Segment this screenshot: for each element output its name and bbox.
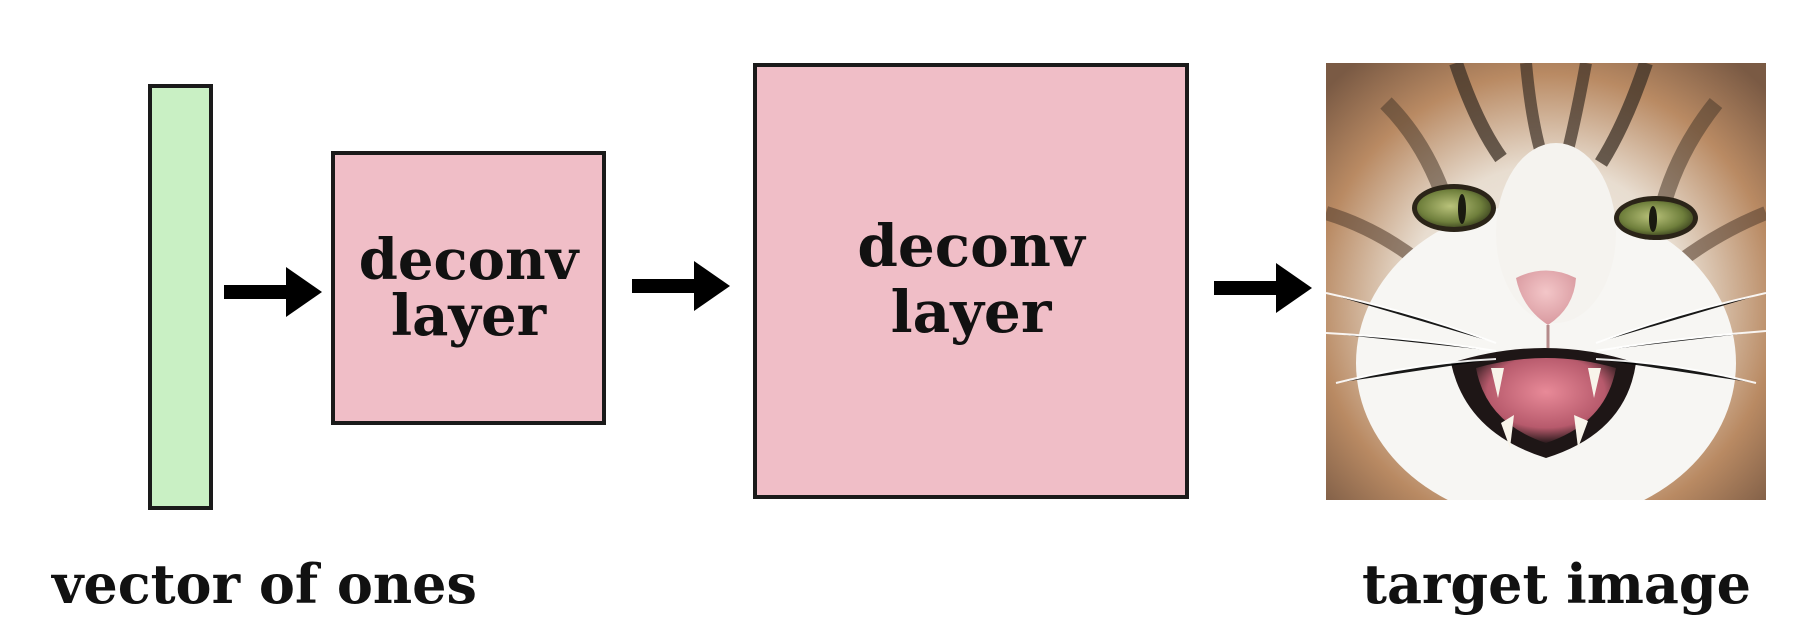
caption-target-image: target image	[1362, 552, 1751, 616]
deconv-layer-1-line2: layer	[390, 283, 547, 349]
deconv-layer-1-line1: deconv	[358, 227, 579, 293]
deconv-layer-2-line2: layer	[890, 278, 1052, 346]
target-cat-image	[1326, 63, 1766, 500]
deconv-layer-2-line1: deconv	[857, 212, 1085, 280]
input-vector-box	[148, 84, 213, 510]
arrow-1	[224, 267, 322, 317]
deconv-layer-1: deconv layer	[331, 151, 606, 425]
arrow-2	[632, 261, 730, 311]
arrow-3	[1214, 263, 1312, 313]
caption-vector-of-ones: vector of ones	[52, 552, 477, 616]
deconv-layer-2: deconv layer	[753, 63, 1189, 499]
